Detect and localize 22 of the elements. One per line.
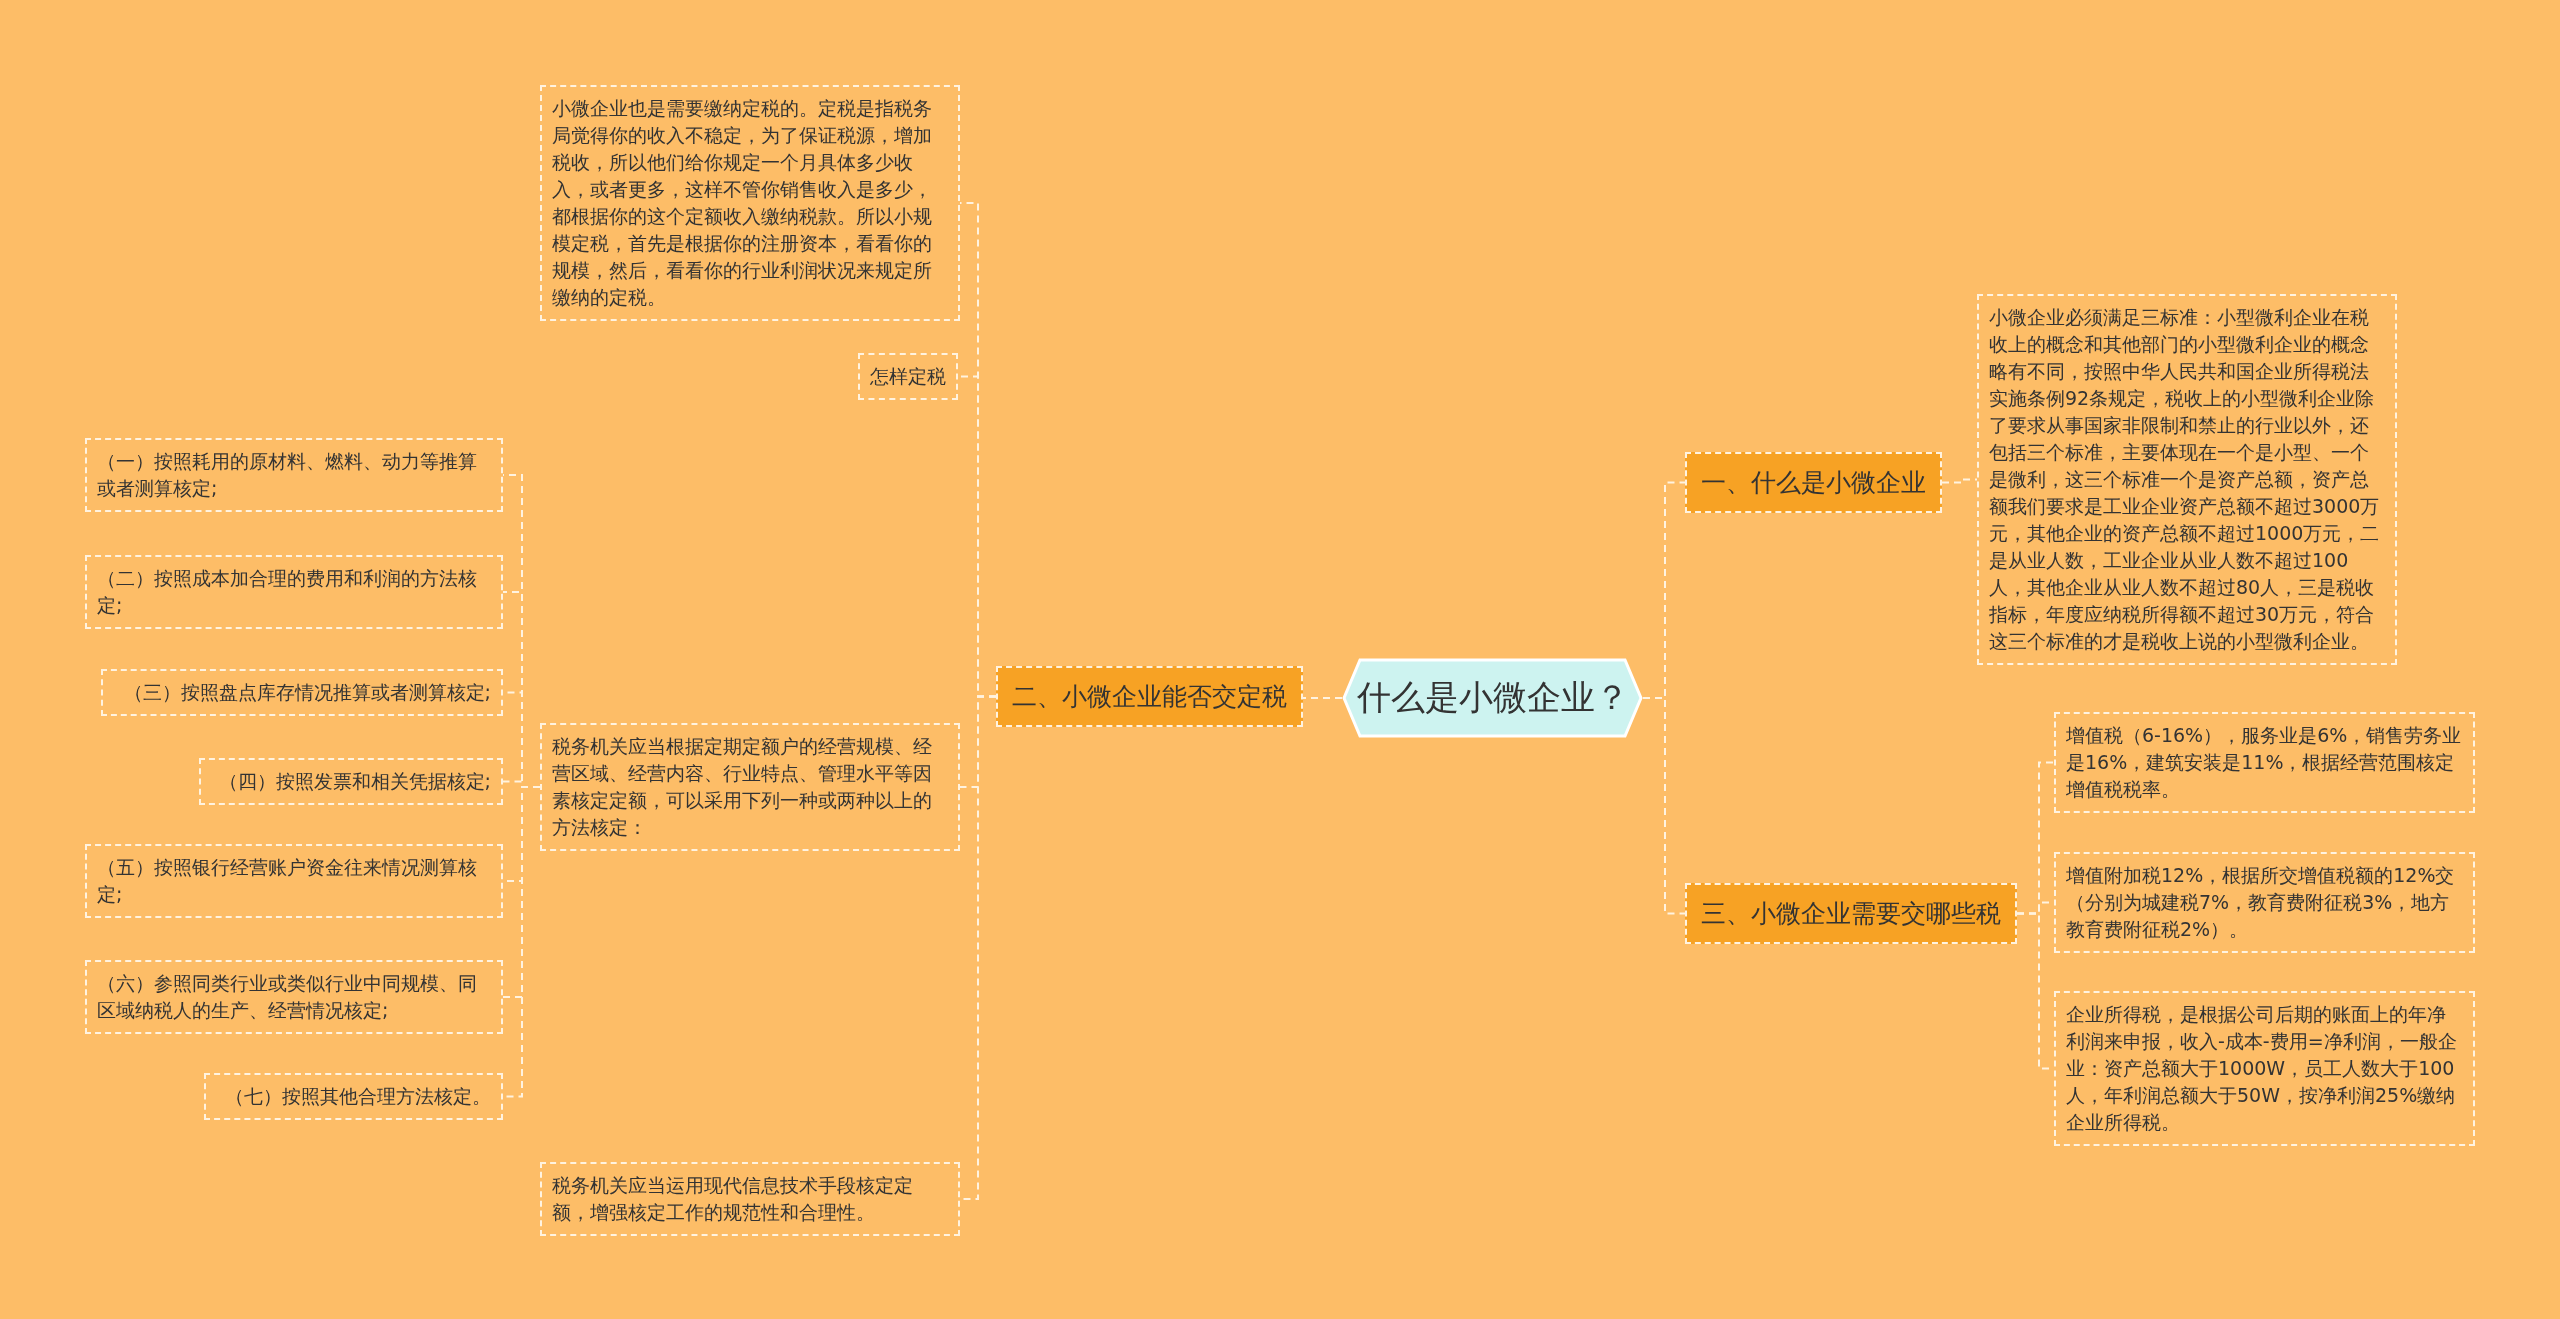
topic-hexagon: 什么是小微企业？ xyxy=(1342,658,1643,738)
connector-line xyxy=(1642,697,1686,915)
text-box: 增值附加税12%，根据所交增值税额的12%交（分别为城建税7%，教育费附征税3%，地方教育费附征税2%）。 xyxy=(2054,852,2475,953)
text-box: （五）按照银行经营账户资金往来情况测算核定; xyxy=(85,844,503,918)
branch-box: 二、小微企业能否交定税 xyxy=(996,666,1303,727)
text-box: 税务机关应当运用现代信息技术手段核定定额，增强核定工作的规范性和合理性。 xyxy=(540,1162,960,1236)
text-box: 小微企业必须满足三标准：小型微利企业在税收上的概念和其他部门的小型微利企业的概念略有不同，按照中华人民共和国企业所得税法实施条例92条规定，税收上的小型微利企业除了要求从事国家非限制和禁止的行业以外，还包括三个标准，主要体现在一个是小型、一个是微利，这三个标准一个是资产总额，资产总额我们要求是工业企业资产总额不超过3000万元，其他企业的资产总额不超过1000万元，二是从业人数，工业企业从业人数不超过100人，其他企业从业人数不超过80人，三是税收指标，年度应纳税所得额不超过30万元，符合这三个标准的才是税收上说的小型微利企业。 xyxy=(1977,294,2397,665)
text-box: 增值税（6-16%），服务业是6%，销售劳务业是16%，建筑安装是11%，根据经营范围核定增值税税率。 xyxy=(2054,712,2475,813)
branch-box: 一、什么是小微企业 xyxy=(1685,452,1942,513)
text-box: （三）按照盘点库存情况推算或者测算核定; xyxy=(101,669,503,716)
text-box: （二）按照成本加合理的费用和利润的方法核定; xyxy=(85,555,503,629)
text-box: （一）按照耗用的原材料、燃料、动力等推算或者测算核定; xyxy=(85,438,503,512)
connector-line xyxy=(1941,478,1978,484)
text-box: （六）参照同类行业或类似行业中同规模、同区域纳税人的生产、经营情况核定; xyxy=(85,960,503,1034)
branch-box: 三、小微企业需要交哪些税 xyxy=(1685,883,2017,944)
text-box: 企业所得税，是根据公司后期的账面上的年净利润来申报，收入-成本-费用=净利润，一般企业：资产总额大于1000W，员工人数大于100人，年利润总额大于50W，按净利润25%缴纳企业所得税。 xyxy=(2054,991,2475,1146)
text-box: 税务机关应当根据定期定额户的经营规模、经营区域、经营内容、行业特点、管理水平等因素核定定额，可以采用下列一种或两种以上的方法核定： xyxy=(540,723,960,851)
connector-line xyxy=(1302,697,1343,699)
text-box: （四）按照发票和相关凭据核定; xyxy=(199,758,503,805)
text-box: 怎样定税 xyxy=(858,353,958,400)
text-box: （七）按照其他合理方法核定。 xyxy=(204,1073,503,1120)
text-box: 小微企业也是需要缴纳定税的。定税是指税务局觉得你的收入不稳定，为了保证税源，增加税收，所以他们给你规定一个月具体多少收入，或者更多，这样不管你销售收入是多少，都根据你的这个定额收入缴纳税款。所以小规模定税，首先是根据你的注册资本，看看你的规模，然后，看看你的行业利润状况来规定所缴纳的定税。 xyxy=(540,85,960,321)
